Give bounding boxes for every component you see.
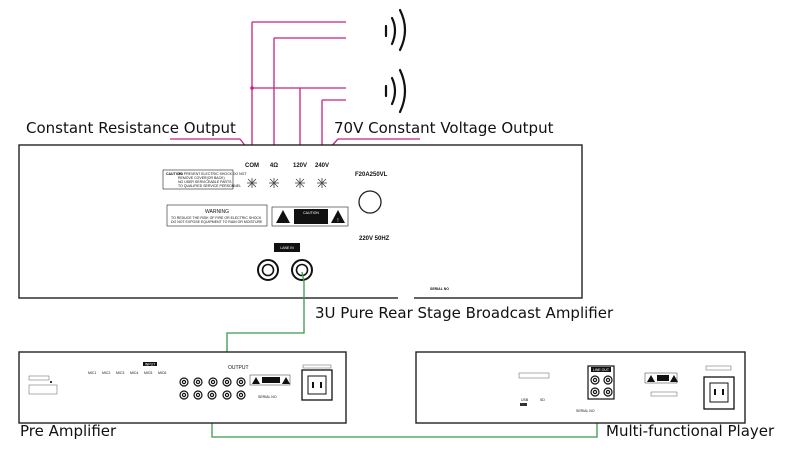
svg-text:TO PREVENT ELECTRIC SHOCK DO N: TO PREVENT ELECTRIC SHOCK DO NOT bbox=[178, 172, 247, 176]
mic-label: MIC1 bbox=[88, 371, 96, 375]
amplifier-panel: CAUTION: TO PREVENT ELECTRIC SHOCK DO NO… bbox=[18, 144, 583, 300]
sd-label: SD bbox=[540, 398, 545, 402]
terminal-label-4ohm: 4Ω bbox=[270, 163, 278, 169]
svg-text:TO QUALIFIED SERVICE PERSONNEL: TO QUALIFIED SERVICE PERSONNEL bbox=[178, 184, 241, 188]
svg-text:!: ! bbox=[337, 218, 338, 224]
speaker-terminals bbox=[247, 178, 327, 188]
output-label: OUTPUT bbox=[228, 365, 249, 371]
label-pre-amplifier: Pre Amplifier bbox=[20, 422, 117, 440]
power-rating: 220V 50HZ bbox=[359, 236, 390, 242]
player-serial: SERIAL NO bbox=[576, 409, 595, 413]
terminal-label-120v: 120V bbox=[293, 163, 307, 169]
speaker-icon bbox=[384, 8, 407, 52]
power-socket bbox=[703, 365, 735, 410]
mic-label: MIC5 bbox=[144, 371, 152, 375]
label-amplifier: 3U Pure Rear Stage Broadcast Amplifier bbox=[315, 304, 614, 322]
svg-text:WARNING: WARNING bbox=[205, 209, 229, 215]
mic-label: MIC3 bbox=[116, 371, 124, 375]
speaker-icon bbox=[384, 68, 407, 114]
svg-text:REMOVE COVER(OR BACK): REMOVE COVER(OR BACK) bbox=[178, 176, 225, 180]
line-in-jack-1 bbox=[257, 259, 279, 281]
terminal-label-240v: 240V bbox=[315, 163, 329, 169]
svg-text:NO USER SERVICEABLE PARTS: NO USER SERVICEABLE PARTS bbox=[178, 180, 232, 184]
mic-label: MIC6 bbox=[158, 371, 166, 375]
terminal-label-com: COM bbox=[245, 163, 259, 169]
power-socket bbox=[301, 364, 333, 401]
usb-label: USB bbox=[521, 398, 529, 402]
label-constant-voltage: 70V Constant Voltage Output bbox=[334, 119, 554, 137]
pre-amplifier-panel: INPUT MIC1 MIC2 MIC3 MIC4 MIC5 MIC6 OUTP… bbox=[18, 351, 347, 424]
warning-label: WARNING TO REDUCE THE RISK OF FIRE OR EL… bbox=[166, 204, 268, 227]
svg-text:LINE OUT: LINE OUT bbox=[593, 368, 610, 372]
line-in-jack-2 bbox=[291, 259, 313, 281]
rca-jacks bbox=[179, 377, 246, 400]
caution-badge bbox=[644, 372, 678, 384]
svg-text:INPUT: INPUT bbox=[145, 363, 156, 367]
rca-jacks bbox=[590, 375, 613, 397]
player-panel: USB SD LINE OUT SERIAL NO bbox=[415, 351, 746, 424]
svg-text:DO NOT EXPOSE EQUIPMENT TO RAI: DO NOT EXPOSE EQUIPMENT TO RAIN OR MOIST… bbox=[171, 220, 263, 224]
amp-serial: SERIAL NO bbox=[430, 287, 449, 291]
label-player: Multi-functional Player bbox=[606, 422, 775, 440]
pre-serial: SERIAL NO bbox=[258, 395, 277, 399]
caution-badge: CAUTION ! bbox=[271, 206, 349, 227]
line-in-badge bbox=[274, 243, 300, 252]
model-number: F20A250VL bbox=[355, 172, 388, 178]
svg-text:TO REDUCE THE RISK OF FIRE OR: TO REDUCE THE RISK OF FIRE OR ELECTRIC S… bbox=[171, 216, 262, 220]
fuse-holder bbox=[358, 190, 382, 214]
svg-text:CAUTION:: CAUTION: bbox=[166, 172, 183, 176]
mic-label: MIC4 bbox=[130, 371, 138, 375]
caution-label: CAUTION: TO PREVENT ELECTRIC SHOCK DO NO… bbox=[162, 169, 247, 190]
svg-text:LANE IN: LANE IN bbox=[280, 246, 294, 250]
caution-badge bbox=[249, 374, 291, 386]
mic-label: MIC2 bbox=[102, 371, 110, 375]
svg-text:CAUTION: CAUTION bbox=[303, 211, 319, 215]
label-constant-resistance: Constant Resistance Output bbox=[26, 119, 236, 137]
